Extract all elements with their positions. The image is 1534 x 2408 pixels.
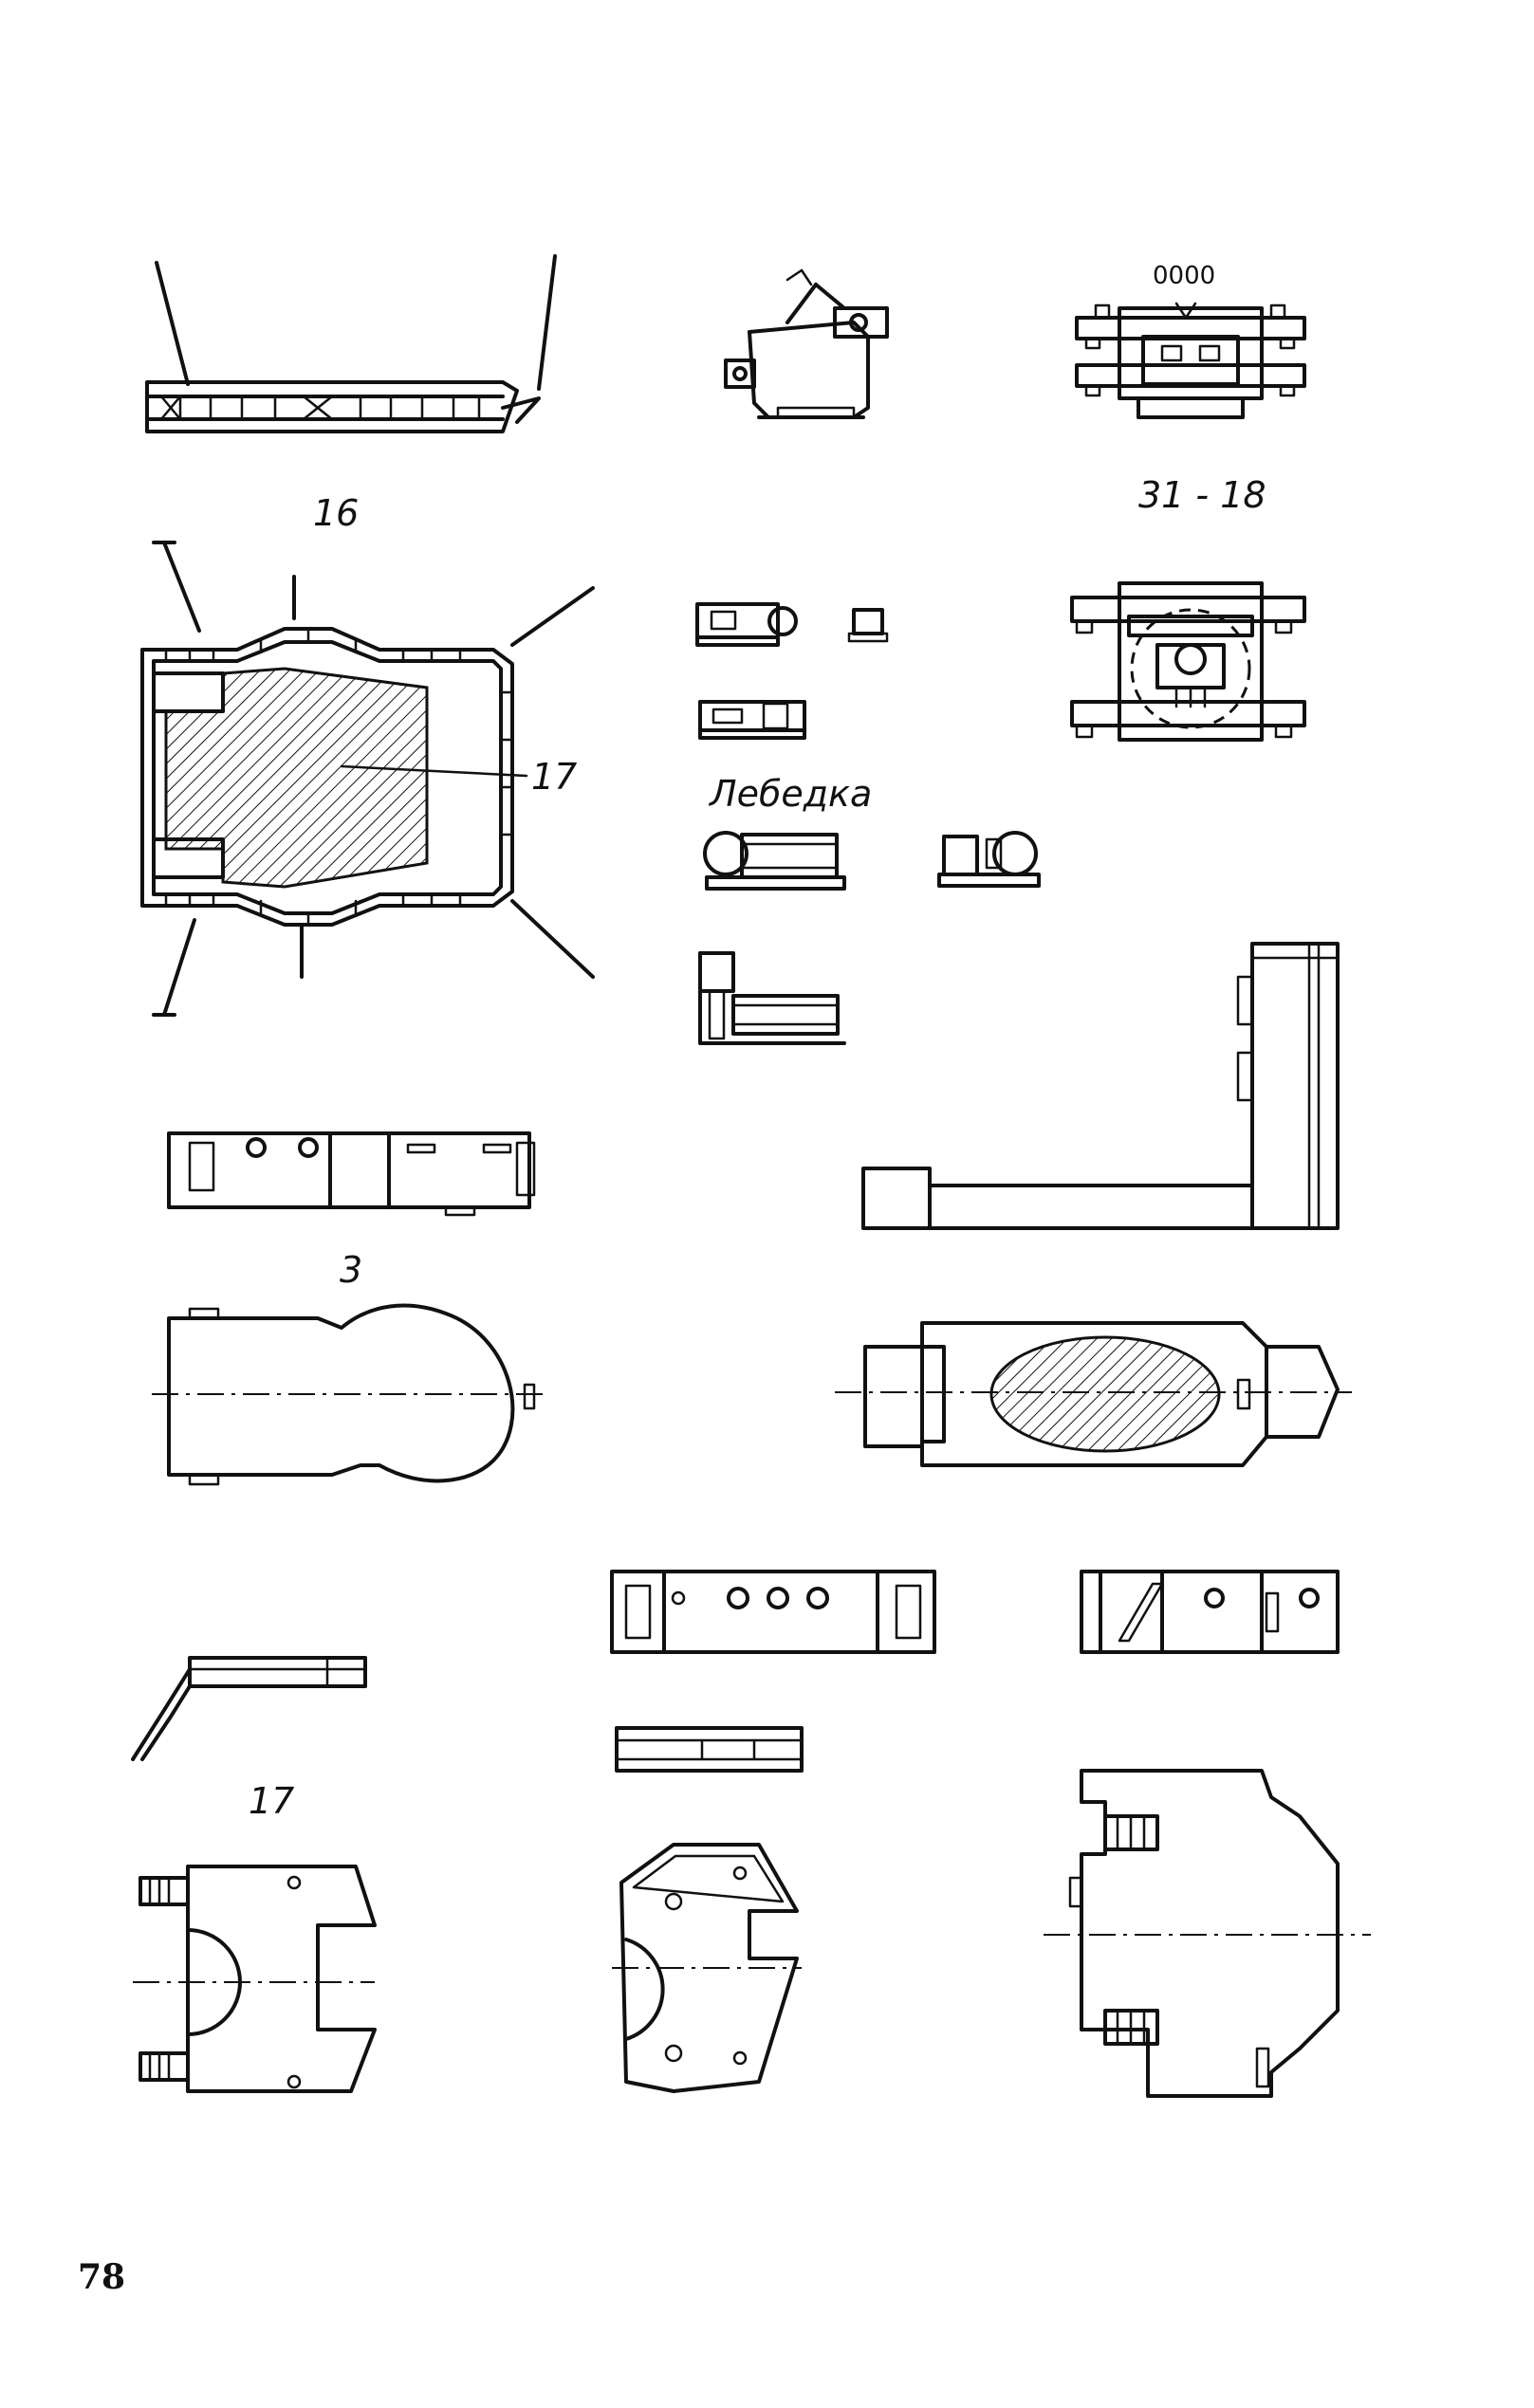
rounded-hull-plan-view [152, 1303, 550, 1486]
plank-side-view [615, 1726, 804, 1773]
bracket-side-view [131, 1656, 367, 1761]
truss-barge-side-view [145, 254, 557, 433]
cross-plate-right [1044, 1769, 1371, 2098]
capsule-plan-view [835, 1321, 1352, 1467]
panel-side-view-right [1080, 1570, 1340, 1654]
trolley-plan-view-top [1075, 302, 1306, 419]
forked-plate-left [133, 1865, 377, 2093]
label-callout-17: 17 [531, 756, 578, 798]
panel-side-view-center [610, 1570, 936, 1654]
forked-plate-center [612, 1843, 802, 2093]
label-winch: Лебедка [710, 773, 873, 815]
label-fig-16: 16 [313, 492, 360, 534]
label-fig-31-18: 31 - 18 [1138, 474, 1266, 516]
label-fig-3: 3 [340, 1249, 363, 1291]
winch-group [695, 602, 1041, 1045]
trolley-plan-view-bottom [1070, 581, 1306, 742]
page-number: 78 [78, 2257, 126, 2297]
l-shaped-part [861, 942, 1340, 1230]
label-0000: 0000 [1153, 262, 1216, 290]
label-fig-17: 17 [249, 1780, 295, 1822]
crane-unit-side-view [724, 268, 889, 419]
pontoon-plan-view [140, 541, 595, 1017]
box-side-view [167, 1131, 536, 1217]
